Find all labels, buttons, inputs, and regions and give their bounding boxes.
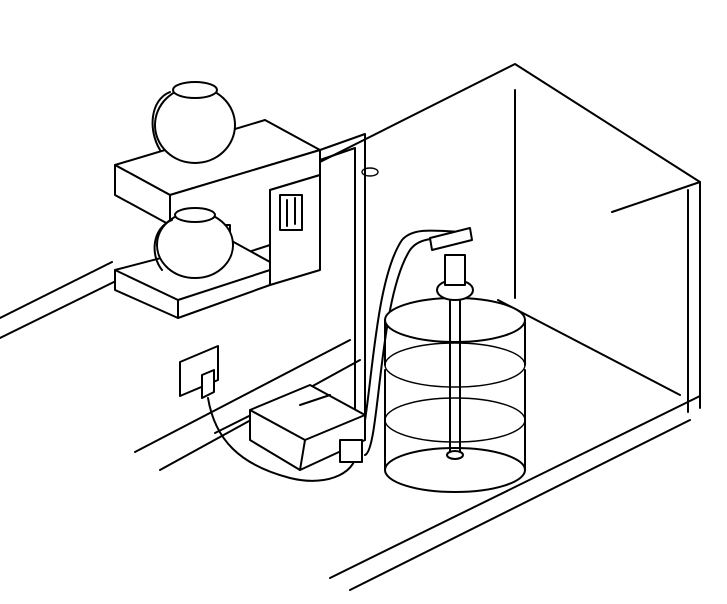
water-bottle (384, 254, 526, 493)
carafe-top (151, 81, 236, 164)
cabinet (0, 63, 701, 591)
pump-unit (249, 384, 366, 471)
coffee-maker (114, 119, 321, 319)
carafe-bottom (153, 207, 234, 279)
hose (319, 133, 473, 461)
control-panel (279, 194, 303, 231)
wall-outlet (179, 345, 357, 482)
